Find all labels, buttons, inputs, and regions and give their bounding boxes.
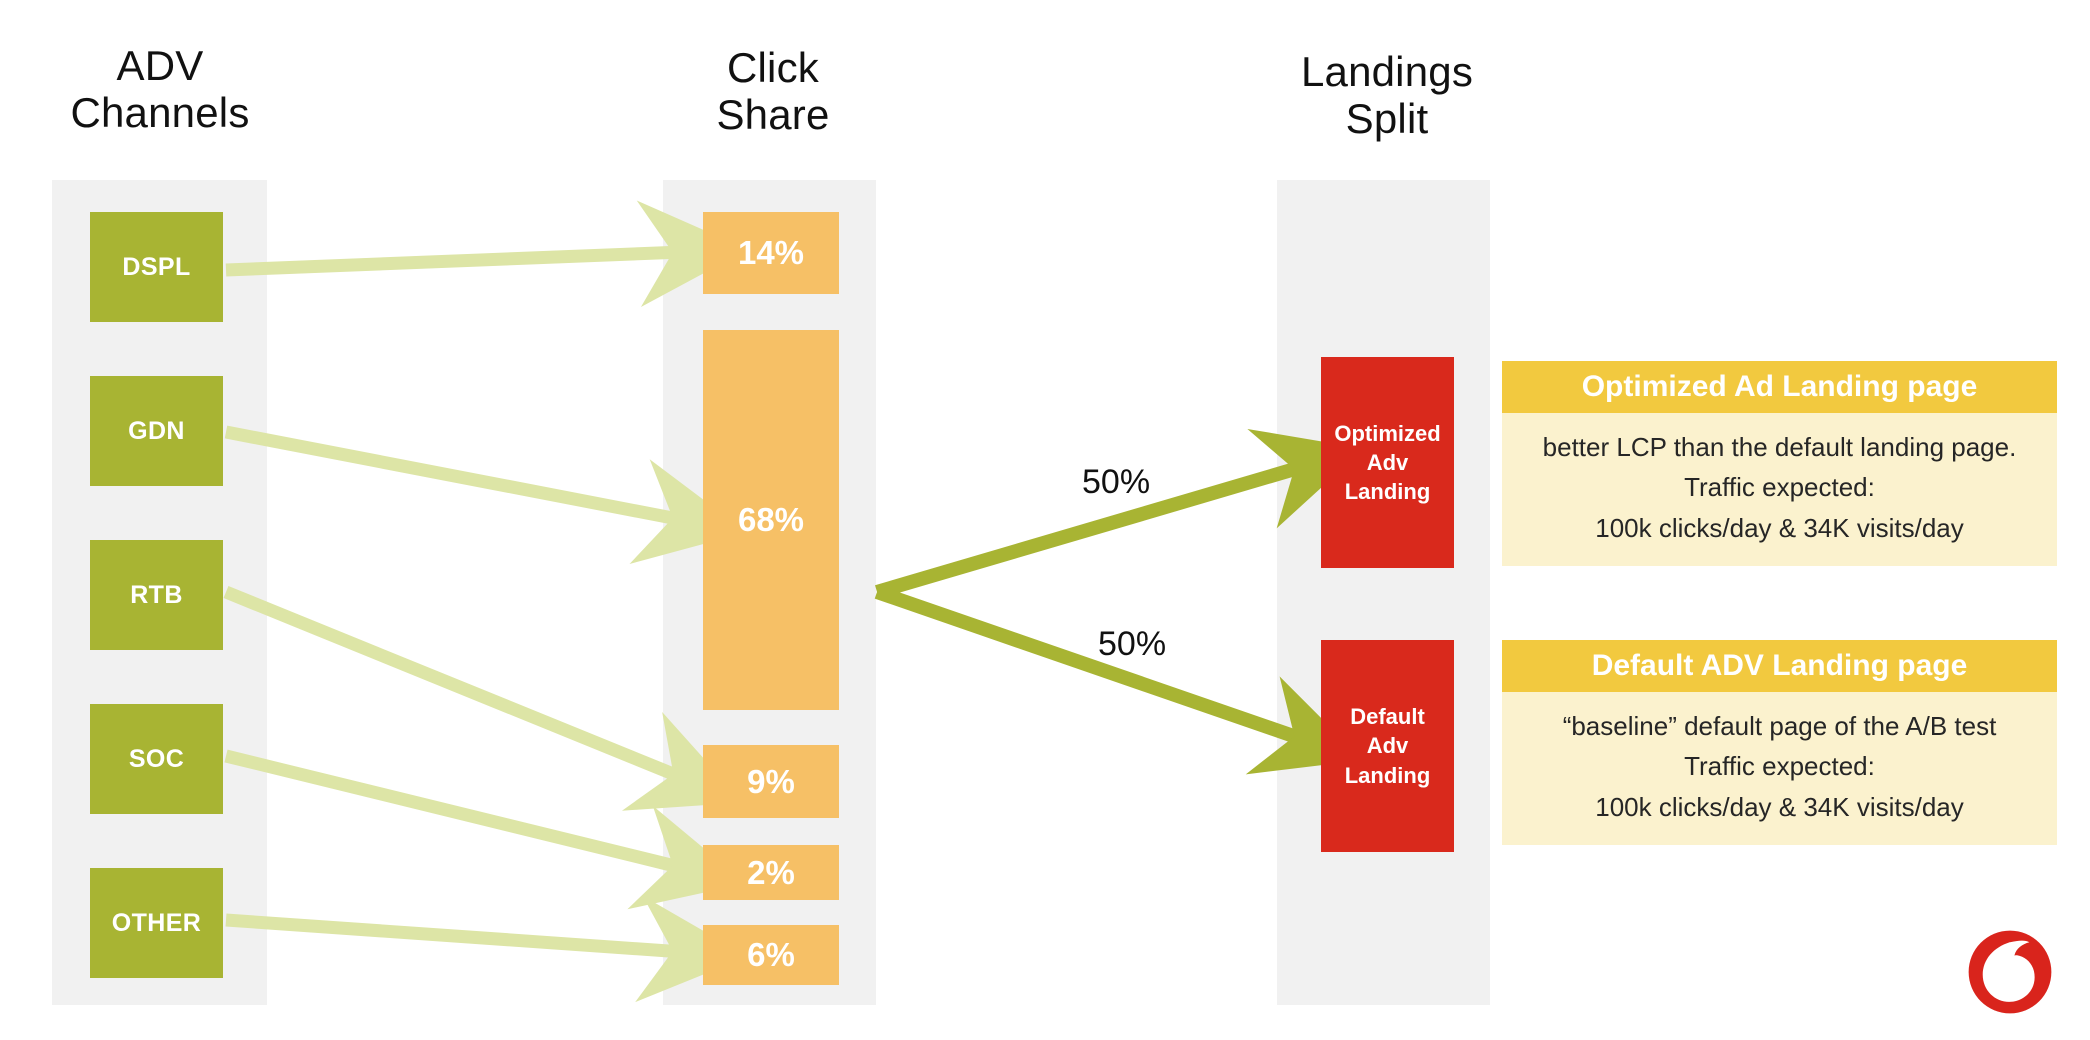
split-percentage-bottom: 50%	[1098, 625, 1167, 663]
click-share-bar-6[interactable]: 6%	[703, 925, 839, 985]
split-arrow-to-optimized	[875, 428, 1365, 599]
click-share-bar-14[interactable]: 14%	[703, 212, 839, 294]
adv-channel-box-gdn[interactable]: GDN	[90, 376, 223, 486]
flow-arrow-other-to-6	[225, 895, 748, 1003]
adv-channel-box-dspl[interactable]: DSPL	[90, 212, 223, 322]
info-panel-default: Default ADV Landing page “baseline” defa…	[1502, 640, 2057, 845]
click-share-bar-68[interactable]: 68%	[703, 330, 839, 710]
column-title-landings-split: Landings Split	[1300, 48, 1474, 143]
flow-arrow-gdn-to-68	[224, 425, 747, 564]
split-arrow-to-default	[874, 585, 1364, 775]
column-title-adv-channels: ADV Channels	[70, 42, 250, 137]
adv-channel-box-rtb[interactable]: RTB	[90, 540, 223, 650]
flow-arrow-rtb-to-9	[223, 585, 744, 811]
click-share-bar-2[interactable]: 2%	[703, 845, 839, 900]
info-panel-optimized-heading: Optimized Ad Landing page	[1502, 361, 2057, 413]
column-title-click-share: Click Share	[716, 44, 830, 139]
split-percentage-top: 50%	[1082, 463, 1151, 501]
landings-split-track	[1277, 180, 1490, 1005]
info-panel-default-body: “baseline” default page of the A/B test …	[1502, 692, 2057, 845]
info-panel-optimized-body: better LCP than the default landing page…	[1502, 413, 2057, 566]
landing-box-optimized-adv-landing[interactable]: Optimized Adv Landing	[1321, 357, 1454, 568]
adv-channel-box-soc[interactable]: SOC	[90, 704, 223, 814]
click-share-bar-9[interactable]: 9%	[703, 745, 839, 818]
flow-arrow-dspl-to-14	[225, 200, 748, 307]
landing-box-default-adv-landing[interactable]: Default Adv Landing	[1321, 640, 1454, 852]
flow-arrow-soc-to-2	[224, 749, 747, 910]
info-panel-default-heading: Default ADV Landing page	[1502, 640, 2057, 692]
vodafone-logo	[1968, 930, 2052, 1014]
info-panel-optimized: Optimized Ad Landing page better LCP tha…	[1502, 361, 2057, 566]
adv-channel-box-other[interactable]: OTHER	[90, 868, 223, 978]
